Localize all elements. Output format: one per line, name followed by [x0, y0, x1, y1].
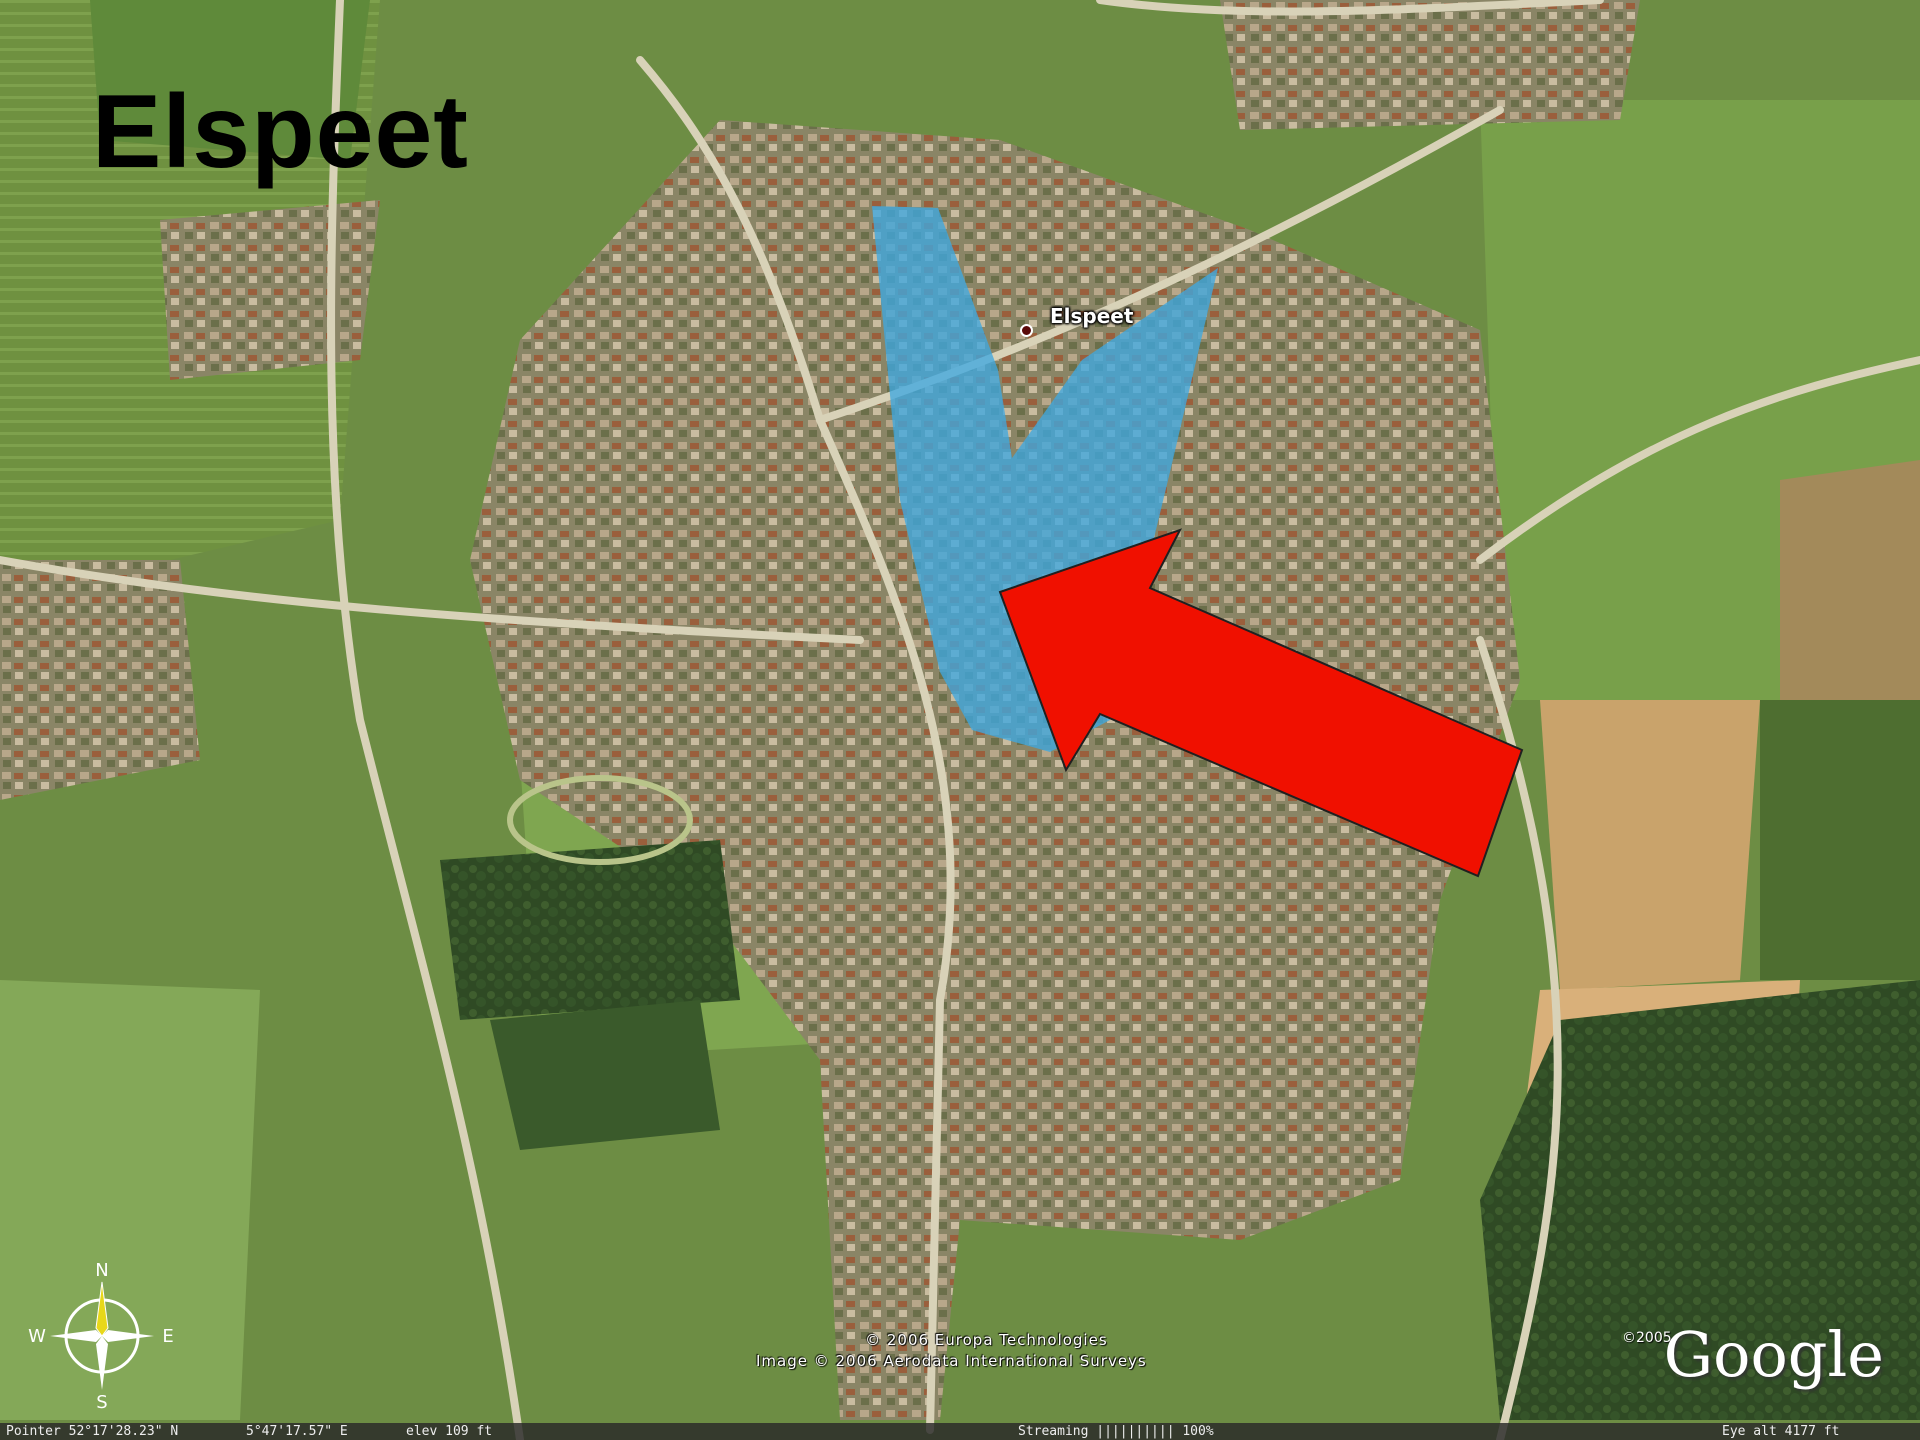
field-brown-east: [1780, 460, 1920, 700]
forest-south: [440, 840, 740, 1020]
field-north: [90, 0, 370, 160]
field-southwest: [0, 980, 260, 1420]
pointer-elevation: elev 109 ft: [406, 1424, 493, 1439]
eye-altitude: Eye alt 4177 ft: [1722, 1424, 1840, 1439]
forest-southeast: [1480, 980, 1920, 1420]
houses-west: [0, 560, 200, 800]
copyright-line-1: © 2006 Europa Technologies: [865, 1331, 1108, 1349]
google-logo: Google: [1663, 1318, 1884, 1391]
place-marker-icon[interactable]: [1020, 324, 1033, 337]
sports-track: [507, 775, 693, 865]
forest-strip: [490, 1000, 720, 1150]
streaming-status: Streaming |||||||||| 100%: [1018, 1424, 1214, 1439]
pointer-longitude: 5°47'17.57" E: [246, 1424, 348, 1439]
red-arrow: [998, 528, 1524, 878]
copyright-line-2: Image © 2006 Aerodata International Surv…: [756, 1352, 1147, 1370]
compass-east: E: [162, 1326, 173, 1347]
place-label[interactable]: Elspeet: [1050, 304, 1134, 328]
status-bar: Pointer 52°17'28.23" N 5°47'17.57" E ele…: [0, 1423, 1920, 1440]
field-tan-1: [1540, 700, 1760, 990]
field-dark-east: [1760, 700, 1920, 980]
compass-icon[interactable]: N S E W: [28, 1262, 176, 1410]
map-title: Elspeet: [92, 74, 469, 190]
compass-west: W: [28, 1326, 46, 1347]
village-buildings: [470, 120, 1520, 1420]
compass-north: N: [95, 1262, 108, 1281]
farm-buildings-west: [160, 200, 380, 380]
imagery-copyright: © 2006 Europa Technologies Image © 2006 …: [756, 1330, 1147, 1372]
pointer-latitude: Pointer 52°17'28.23" N: [6, 1424, 179, 1439]
brand-year: ©2005: [1622, 1330, 1672, 1346]
compass-south: S: [96, 1392, 107, 1410]
houses-north: [1220, 0, 1640, 130]
